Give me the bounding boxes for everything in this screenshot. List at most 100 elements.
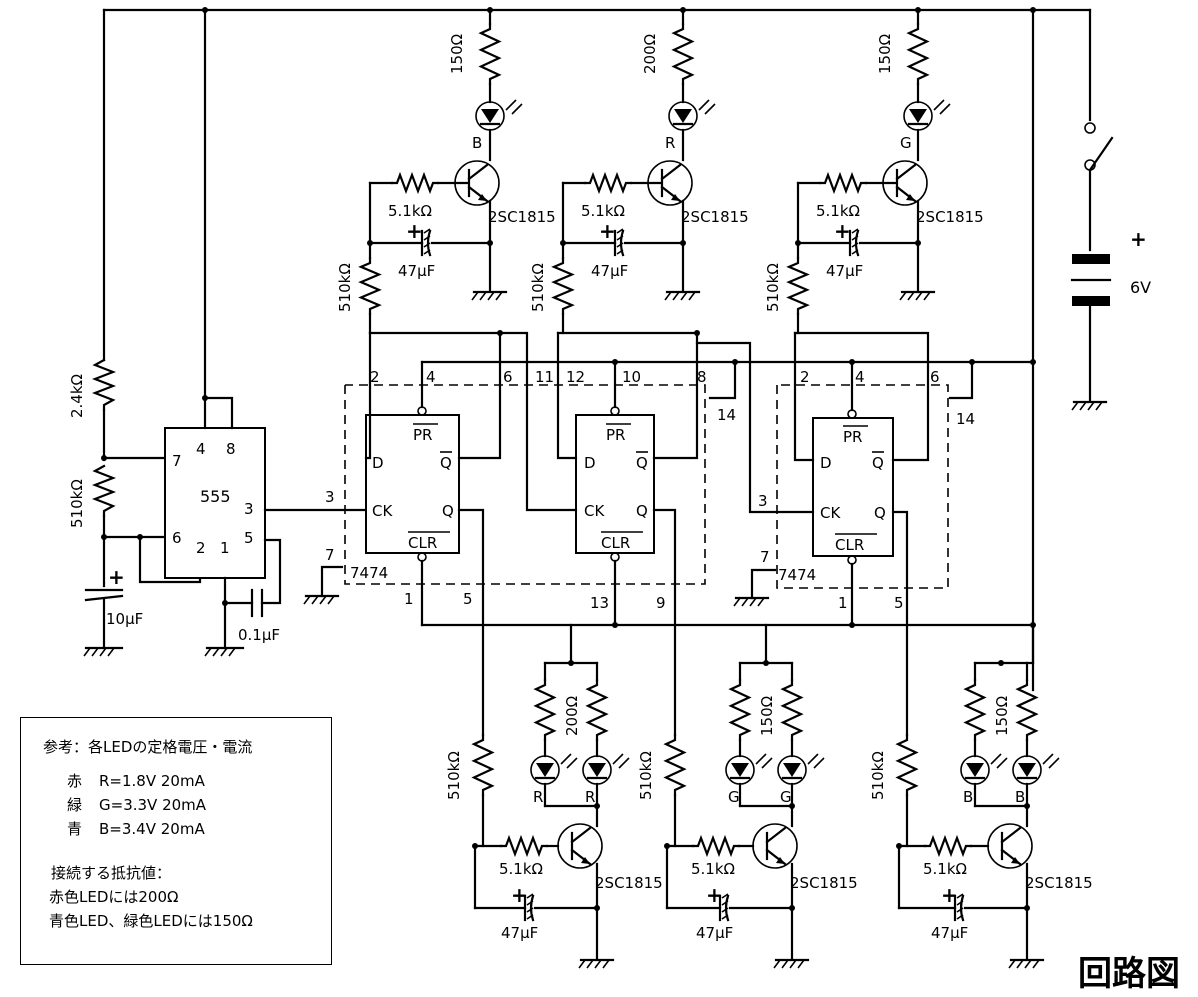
ff-b-qbar: Q	[636, 454, 648, 472]
ff-b-clr: CLR	[601, 534, 630, 552]
ff-c-qbar: Q	[872, 454, 884, 472]
reference-color: 赤	[67, 772, 83, 790]
ff-c-pin-qbar: 6	[930, 368, 940, 386]
ff-a-pin-pr: 4	[426, 368, 436, 386]
timer-r1-label: 2.4kΩ	[68, 374, 86, 418]
flipflop-7474-left	[344, 384, 949, 589]
ff-c-pr: PR	[843, 428, 862, 446]
flipflop-a: D CK Q Q PR CLR 2 4 6 1 5 7 7474	[325, 368, 513, 608]
led-resistor-label: 200Ω	[563, 696, 581, 736]
ff-a-d: D	[372, 454, 384, 472]
ff-b-pin-d: 12	[566, 368, 585, 386]
cap-label: 47μF	[398, 262, 435, 280]
ff-b-ck: CK	[584, 502, 605, 520]
led-resistor-label: 200Ω	[641, 34, 659, 74]
cap-label: 47μF	[826, 262, 863, 280]
battery-plus: +	[1130, 227, 1147, 251]
battery-voltage: 6V	[1130, 278, 1151, 297]
power-switch	[1084, 122, 1114, 252]
resistor-line: 赤色LEDには200Ω	[49, 888, 179, 906]
led-color-label: R	[533, 788, 543, 806]
ff-c-pin-clr: 1	[838, 594, 848, 612]
led-color-label: G	[780, 788, 792, 806]
ff-b-pin-q: 9	[656, 594, 666, 612]
ff-a-pin-clr: 1	[404, 590, 414, 608]
ff-c-chip-name: 7474	[778, 566, 816, 584]
timer-pin-8: 8	[226, 440, 236, 458]
cap-label: 47μF	[591, 262, 628, 280]
cap-plus: +	[706, 883, 723, 907]
timer-pin-7: 7	[172, 452, 182, 470]
ff-b-pr: PR	[606, 426, 625, 444]
ff-a-pin-q: 5	[463, 590, 473, 608]
bias-resistor-label: 510kΩ	[764, 263, 782, 312]
led-color-label: R	[585, 788, 595, 806]
ff-a-q: Q	[442, 502, 454, 520]
reference-spec: G=3.3V 20mA	[99, 796, 207, 814]
ff-b-pin-clr: 13	[590, 594, 609, 612]
led-resistor-label: 150Ω	[876, 34, 894, 74]
flipflop-c: D CK Q Q PR CLR 2 4 6 3 1 5 7 7474 14	[758, 368, 975, 612]
bias-resistor-label: 510kΩ	[637, 751, 655, 800]
ff-c-pin-vcc: 14	[956, 410, 975, 428]
battery: + 6V	[1070, 227, 1151, 402]
bias-resistor-label: 510kΩ	[529, 263, 547, 312]
ff-c-q: Q	[874, 504, 886, 522]
led-color-label: R	[665, 134, 675, 152]
ff-b-d: D	[584, 454, 596, 472]
power-rail	[102, 7, 1092, 692]
ff-a-pin-d: 2	[370, 368, 380, 386]
resistor-line: 青色LED、緑色LEDには150Ω	[49, 912, 253, 930]
led-color-label: B	[472, 134, 482, 152]
ff-a-clr: CLR	[408, 534, 437, 552]
transistor-label: 2SC1815	[681, 208, 749, 226]
led-resistor-label: 150Ω	[993, 696, 1011, 736]
led-color-label: G	[900, 134, 912, 152]
ff-a-ck-pin: 3	[325, 488, 335, 506]
base-resistor-label: 5.1kΩ	[923, 860, 967, 878]
base-resistor-label: 5.1kΩ	[388, 202, 432, 220]
cap-label: 47μF	[501, 924, 538, 942]
ff-b-pin-ck: 11	[535, 368, 554, 386]
resistor-heading: 接続する抵抗値：	[51, 864, 172, 882]
bias-resistor-label: 510kΩ	[445, 751, 463, 800]
cap-plus: +	[599, 219, 616, 243]
bias-resistor-label: 510kΩ	[336, 263, 354, 312]
led-resistor-label: 150Ω	[758, 696, 776, 736]
transistor-label: 2SC1815	[916, 208, 984, 226]
timer-pin-1: 1	[220, 539, 230, 557]
reference-spec: R=1.8V 20mA	[99, 772, 205, 790]
base-resistor-label: 5.1kΩ	[499, 860, 543, 878]
ff-a-qbar: Q	[440, 454, 452, 472]
cap-plus: +	[406, 219, 423, 243]
timer-c1-plus: +	[108, 565, 125, 589]
transistor-label: 2SC1815	[1025, 874, 1093, 892]
led-color-label: G	[728, 788, 740, 806]
cap-label: 47μF	[931, 924, 968, 942]
timer-pin-4: 4	[196, 440, 206, 458]
timer-pin-2: 2	[196, 539, 206, 557]
cap-label: 47μF	[696, 924, 733, 942]
reference-spec: B=3.4V 20mA	[99, 820, 205, 838]
reference-heading: 参考：各LEDの定格電圧・電流	[43, 738, 253, 756]
transistor-label: 2SC1815	[790, 874, 858, 892]
ff-b-pin-pr: 10	[622, 368, 641, 386]
ff-b-q: Q	[636, 502, 648, 520]
ff-b-pin-vcc: 14	[717, 406, 736, 424]
led-color-label: B	[1015, 788, 1025, 806]
reference-row: 赤 R=1.8V 20mA	[67, 769, 331, 793]
cap-plus: +	[511, 883, 528, 907]
timer-pin-6: 6	[172, 529, 182, 547]
ff-c-clr: CLR	[835, 536, 864, 554]
base-resistor-label: 5.1kΩ	[816, 202, 860, 220]
